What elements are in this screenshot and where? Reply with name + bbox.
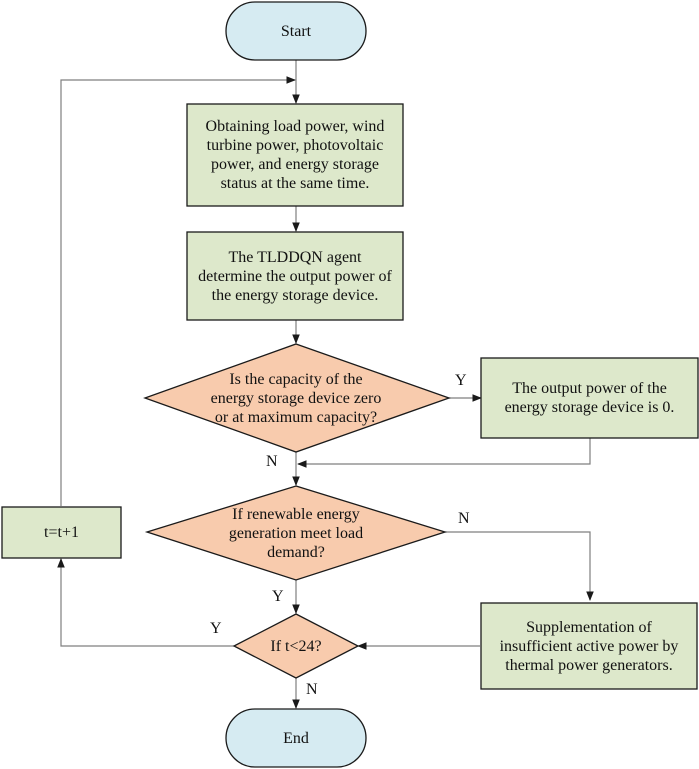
time-no-label: N xyxy=(306,681,318,698)
edge-output-zero-merge xyxy=(297,438,591,468)
capacity-no-label: N xyxy=(266,453,278,470)
renewable-check-label: If renewable energy generation meet load… xyxy=(228,505,364,561)
agent-label: The TLDDQN agent determine the output po… xyxy=(198,248,392,304)
renewable-no-label: N xyxy=(458,510,470,527)
capacity-yes-label: Y xyxy=(455,372,467,389)
end-terminal xyxy=(225,708,367,768)
capacity-check-label: Is the capacity of the energy storage de… xyxy=(210,370,382,426)
edge-loop-back xyxy=(60,76,296,506)
supplement-box xyxy=(480,602,698,690)
capacity-decision xyxy=(143,343,451,453)
time-check-label: If t<24? xyxy=(270,637,322,655)
renewable-yes-label: Y xyxy=(272,588,284,605)
renewable-decision xyxy=(144,485,448,581)
output-zero-box xyxy=(480,357,699,439)
output-zero-label: The output power of the energy storage d… xyxy=(504,380,675,416)
increment-box xyxy=(1,506,122,559)
start-terminal xyxy=(225,1,367,61)
time-decision xyxy=(232,613,360,679)
obtain-label: Obtaining load power, wind turbine power… xyxy=(205,118,385,192)
obtain-process-box xyxy=(186,103,404,207)
time-yes-label: Y xyxy=(210,620,222,637)
edge-time-yes xyxy=(57,558,234,647)
edge-renewable-no xyxy=(445,531,594,601)
agent-process-box xyxy=(186,231,404,321)
end-label: End xyxy=(283,729,309,747)
supplement-label: Supplementation of insufficient active p… xyxy=(499,618,679,674)
increment-label: t=t+1 xyxy=(44,524,79,541)
connectors xyxy=(57,60,594,709)
start-label: Start xyxy=(280,22,312,40)
